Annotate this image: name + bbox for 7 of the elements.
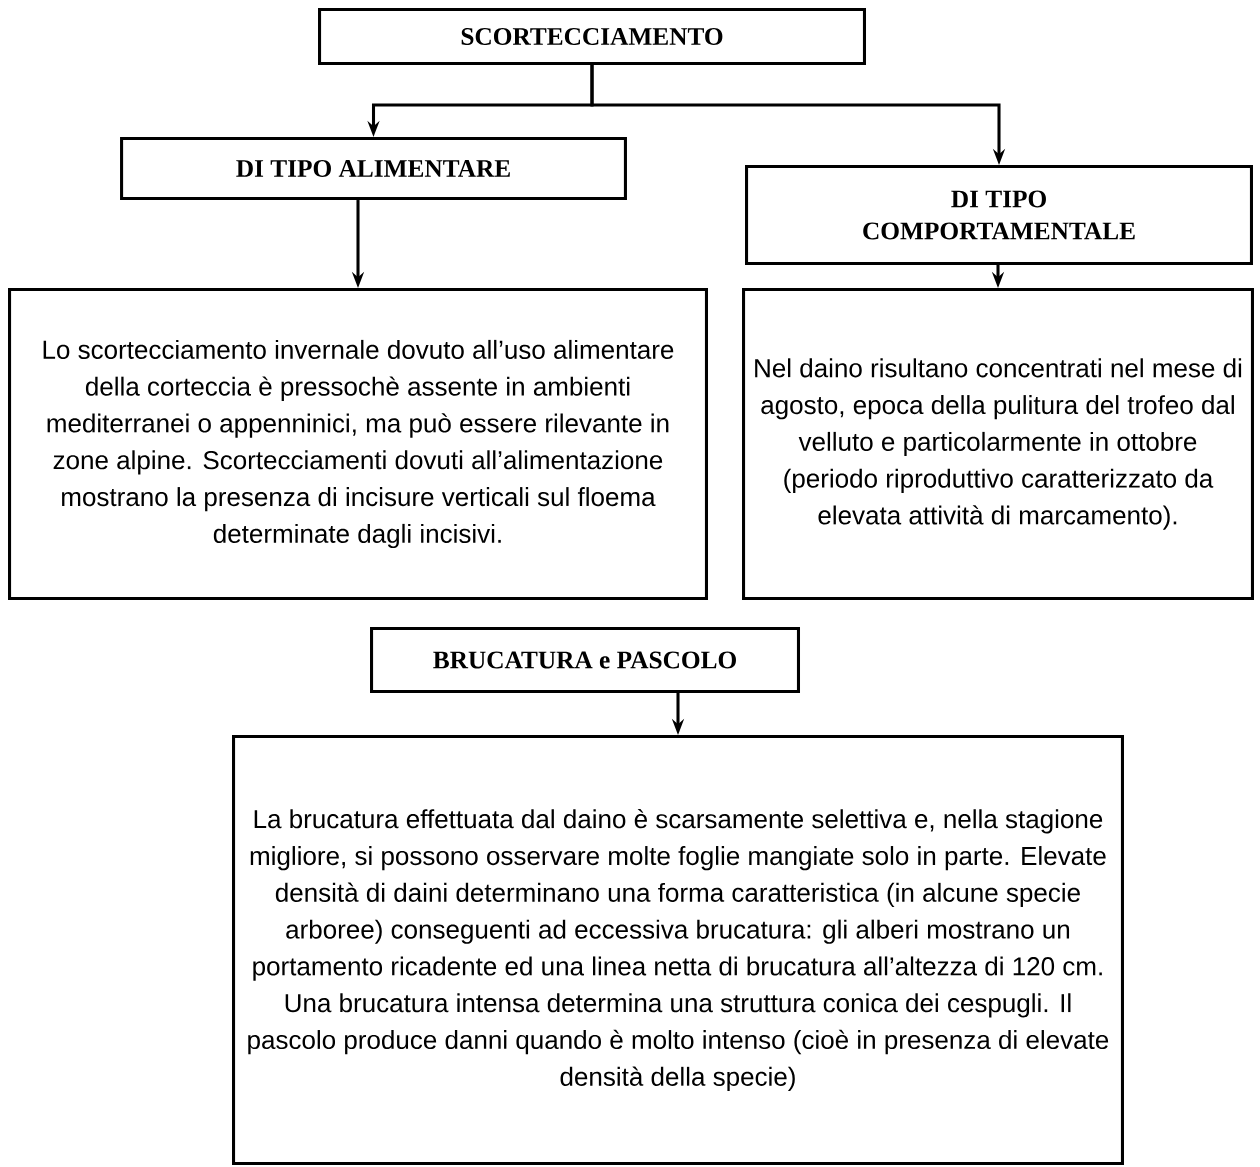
heading-box: DI TIPO ALIMENTARE [120,136,627,201]
text-box: La brucatura effettuata dal daino è scarsamente selettiva e, nella stagione migliore, si possono osservare molte foglie mangiate solo in parte. Elevate densità di daini determinano una forma caratteristica (in alcune specie arboree) conseguenti ad eccessiva brucatura: gli alberi mostrano un portamento ricadente ed una linea netta di brucatura all’altezza di 120 cm. Una brucatura intensa determina una struttura conica dei cespugli. Il pascolo produce danni quando è molto intenso (cioè in presenza di elevate densità della specie) [232,735,1124,1165]
text-box: Lo scortecciamento invernale dovuto all’uso alimentare della corteccia è pressochè assente in ambienti mediterranei o appenninici, ma può essere rilevante in zone alpine. Scortecciamenti dovuti all’alimentazione mostrano la presenza di incisure verticali sul floema determinate dagli incisivi. [8,288,708,600]
heading-box: BRUCATURA e PASCOLO [370,627,800,693]
text-box: Nel daino risultano concentrati nel mese di agosto, epoca della pulitura del trofeo dal velluto e particolarmente in ottobre (periodo riproduttivo caratterizzato da elevata attività di marcamento). [742,288,1254,600]
heading-box: DI TIPO COMPORTAMENTALE [745,165,1253,265]
heading-box: SCORTECCIAMENTO [318,7,866,66]
